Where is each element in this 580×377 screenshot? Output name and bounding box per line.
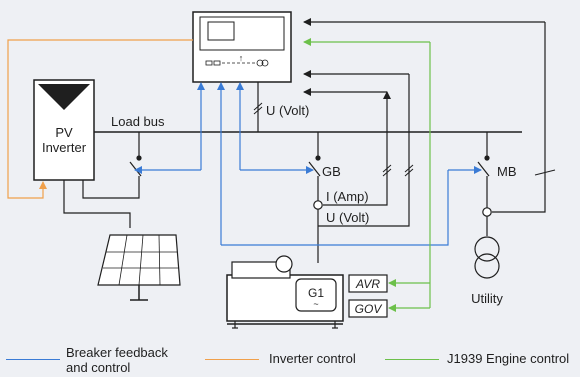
inverter-control-line: [7, 39, 193, 199]
legend-breaker-text-1: Breaker feedback: [66, 345, 168, 360]
utility-transformer: [474, 236, 500, 279]
legend-inverter-swatch: [205, 359, 259, 360]
u-volt-top-label: U (Volt): [266, 103, 309, 118]
gov-label: GOV: [355, 302, 383, 316]
avr-box: [348, 274, 388, 293]
legend-engine: J1939 Engine control: [385, 346, 577, 376]
avr-label: AVR: [355, 277, 380, 291]
i-amp-label: I (Amp): [326, 189, 369, 204]
solar-panel-icon: [97, 234, 181, 301]
gov-box: [348, 299, 388, 318]
g1-label: G1: [308, 286, 324, 300]
ac-wave-icon: ~: [313, 299, 318, 309]
multi-phase-marks: [253, 102, 556, 177]
mb-current-transformer: [482, 207, 492, 217]
pv-inverter-label-2: Inverter: [42, 140, 87, 155]
u-volt-bottom-label: U (Volt): [326, 210, 369, 225]
breaker-control-lines: [134, 82, 482, 246]
gb-current-transformer: [313, 200, 323, 210]
gb-label: GB: [322, 164, 341, 179]
pv-inverter: PV Inverter: [33, 79, 95, 181]
load-bus-label: Load bus: [111, 114, 165, 129]
pv-inverter-label-1: PV: [55, 125, 73, 140]
utility-label: Utility: [471, 291, 503, 306]
legend-engine-text: J1939 Engine control: [447, 351, 570, 366]
breaker-contacts: [136, 155, 490, 161]
mb-label: MB: [497, 164, 517, 179]
legend-breaker-text-2: and control: [66, 360, 131, 375]
engine-control-lines: [303, 38, 431, 312]
controller-arrow-icon: ↑: [239, 53, 244, 63]
legend-breaker: Breaker feedback and control: [6, 345, 168, 376]
legend-inverter: Inverter control: [205, 346, 356, 376]
legend-breaker-swatch: [6, 359, 60, 360]
black-wiring: [63, 18, 546, 263]
controller-unit: ↑: [192, 11, 292, 83]
generator-set: [226, 255, 344, 329]
legend-engine-swatch: [385, 359, 439, 360]
legend-inverter-text: Inverter control: [269, 351, 356, 366]
